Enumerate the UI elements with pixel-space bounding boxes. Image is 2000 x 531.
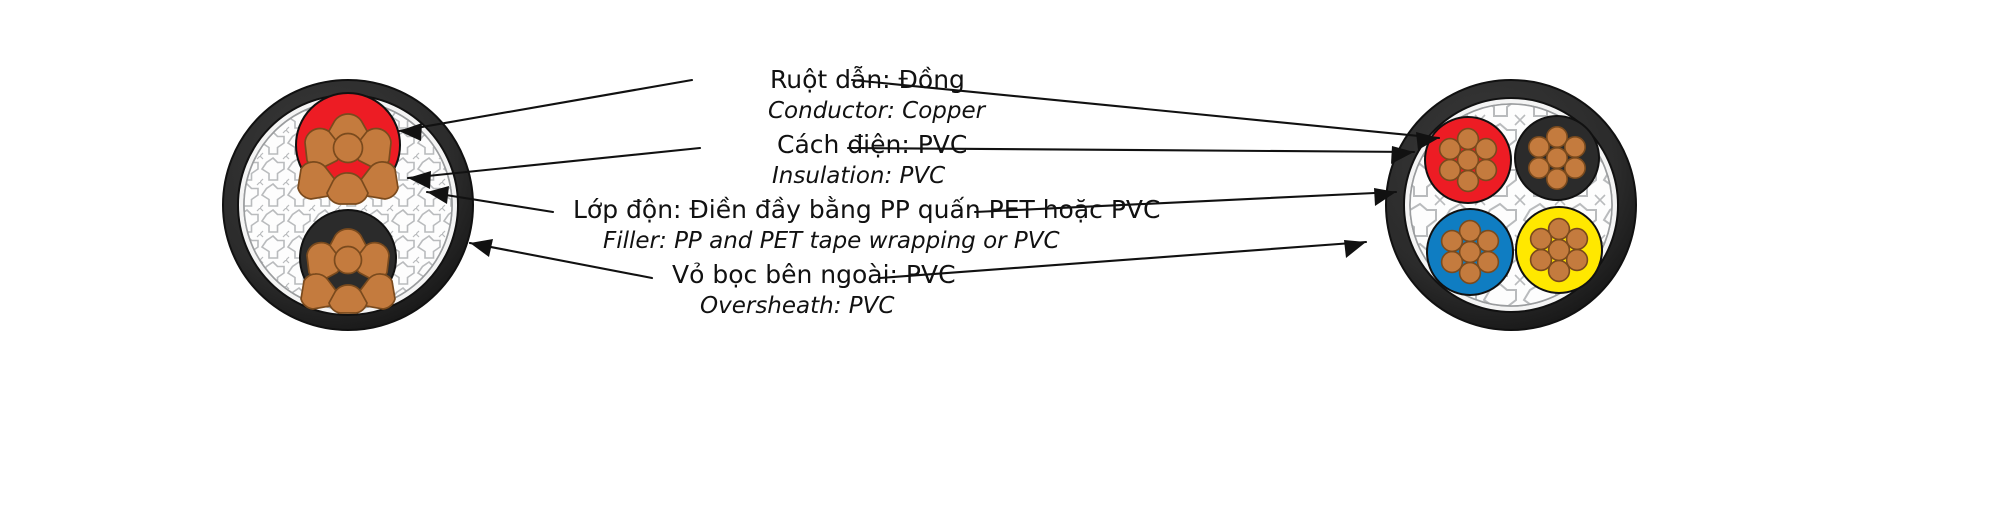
conductor-strands-red	[297, 113, 399, 205]
leader-right-conductor	[850, 78, 1441, 150]
copper-strand-center	[332, 132, 364, 164]
filler-outline	[1409, 103, 1613, 307]
leader-right-filler	[973, 188, 1398, 214]
label-group-conductor: Ruột dẫn: Đồng Conductor: Copper	[768, 65, 987, 124]
copper-strand	[1565, 248, 1589, 272]
label-conductor-vi: Ruột dẫn: Đồng	[770, 65, 965, 94]
copper-strand	[1528, 157, 1551, 180]
copper-strand	[1528, 136, 1551, 159]
copper-strand	[359, 161, 399, 200]
copper-strand	[1529, 227, 1553, 251]
copper-strand	[1565, 227, 1589, 251]
copper-strand-center	[333, 245, 363, 275]
copper-strand	[1474, 158, 1498, 182]
copper-strand	[1546, 147, 1569, 170]
label-group-filler: Lớp độn: Điền đầy bằng PP quấn PET hoặc …	[573, 195, 1161, 254]
copper-strand	[358, 273, 396, 310]
leader-left-filler	[425, 186, 555, 214]
copper-strand	[1547, 217, 1571, 241]
copper-strand	[1476, 250, 1500, 274]
copper-strand	[1440, 250, 1464, 274]
conductor-strands-yellow	[1529, 217, 1589, 283]
label-group-insulation: Cách điện: PVC Insulation: PVC	[772, 130, 967, 189]
copper-strand	[1564, 157, 1587, 180]
label-filler-vi: Lớp độn: Điền đầy bằng PP quấn PET hoặc …	[573, 195, 1161, 224]
leader-right-insulation	[846, 146, 1416, 164]
conductor-strands-blue	[1440, 219, 1500, 285]
leader-right-sheath	[878, 240, 1368, 280]
copper-strand	[1440, 229, 1464, 253]
copper-strand	[300, 273, 338, 310]
copper-strand	[1438, 158, 1462, 182]
core-black	[1514, 115, 1600, 201]
label-insulation-vi: Cách điện: PVC	[777, 130, 967, 159]
copper-strand	[1458, 261, 1482, 285]
copper-strand	[1456, 169, 1480, 193]
core-red	[295, 92, 401, 205]
copper-strand	[1529, 248, 1553, 272]
copper-strand	[1474, 137, 1498, 161]
core-red	[1424, 116, 1512, 204]
copper-strand	[1546, 168, 1569, 191]
copper-strand	[297, 161, 337, 200]
leader-left-insulation	[406, 146, 702, 189]
label-oversheath-en: Oversheath: PVC	[700, 293, 894, 319]
copper-strand	[1547, 259, 1571, 283]
copper-strand	[326, 172, 369, 205]
two-core-cable	[222, 79, 474, 331]
leader-left-sheath	[468, 239, 654, 280]
core-blue	[1426, 208, 1514, 296]
conductor-strands-black	[1528, 126, 1587, 191]
copper-strand	[1458, 219, 1482, 243]
conductor-strands-black	[300, 228, 396, 314]
conductor-strands-red	[1438, 127, 1498, 193]
copper-strand	[328, 284, 368, 314]
four-core-cable	[1385, 79, 1637, 331]
label-oversheath-vi: Vỏ bọc bên ngoài: PVC	[672, 260, 956, 289]
copper-strand	[1476, 229, 1500, 253]
label-insulation-en: Insulation: PVC	[772, 163, 945, 189]
copper-strand	[1546, 126, 1569, 149]
core-black	[299, 209, 397, 314]
label-group-oversheath: Vỏ bọc bên ngoài: PVC Oversheath: PVC	[672, 260, 956, 319]
copper-strand	[1456, 127, 1480, 151]
leader-lines	[397, 78, 1441, 280]
copper-strand	[1564, 136, 1587, 159]
leader-left-conductor	[397, 78, 694, 141]
label-filler-en: Filler: PP and PET tape wrapping or PVC	[603, 228, 1060, 254]
core-yellow	[1515, 206, 1603, 294]
copper-strand	[1438, 137, 1462, 161]
label-conductor-en: Conductor: Copper	[768, 98, 987, 124]
